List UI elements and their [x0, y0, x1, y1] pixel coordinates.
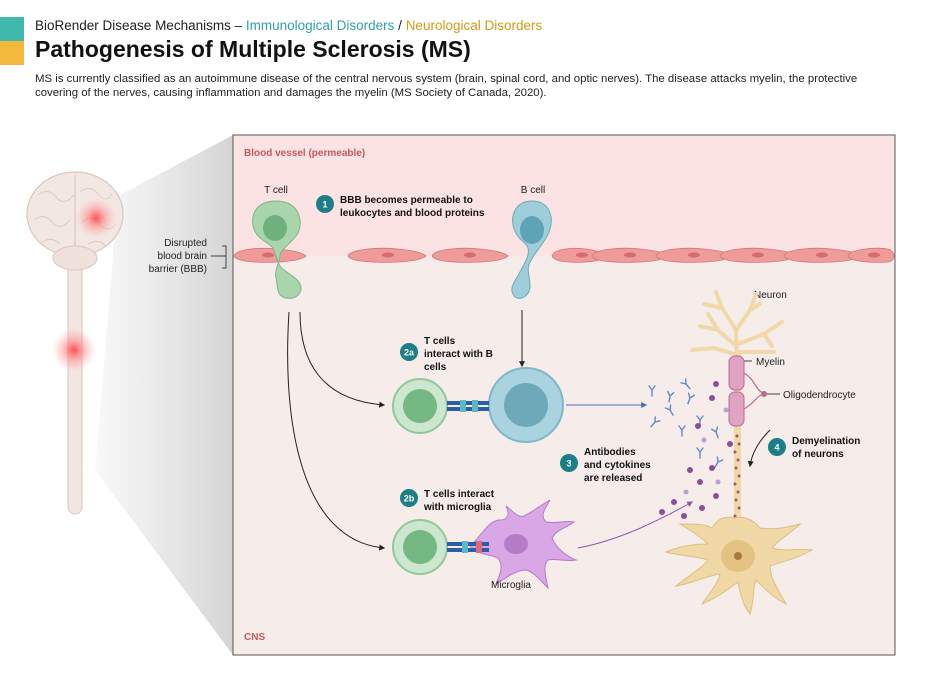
step-2b: 2b T cells interact with microglia	[400, 489, 495, 513]
bbb-label-line1: Disrupted	[164, 238, 207, 249]
b-cell-label: B cell	[521, 185, 545, 196]
degraded-myelin	[733, 434, 741, 518]
t-cell-transmigrating: T cell	[252, 185, 302, 299]
b-cell-2a-nucleus	[504, 383, 548, 427]
step-1-text-line2: leukocytes and blood proteins	[340, 208, 485, 219]
step-4: 4 Demyelination of neurons	[768, 436, 860, 460]
arrow-demyelination	[747, 429, 771, 468]
myelin-sheath-2	[728, 391, 745, 427]
cytokines-light	[683, 407, 729, 495]
receptor-link-2a-a	[460, 400, 466, 412]
step-1: 1 BBB becomes permeable to leukocytes an…	[316, 195, 485, 219]
step-4-badge	[768, 438, 786, 456]
step-3-text-line1: Antibodies	[584, 447, 636, 458]
page-title: Pathogenesis of Multiple Sclerosis (MS)	[35, 36, 471, 62]
t-cell-2b-nucleus	[403, 530, 437, 564]
receptor-tcr-2a	[447, 401, 489, 405]
t-cell-label: T cell	[264, 185, 288, 196]
neuron: Neuron	[664, 290, 856, 615]
oligodendrocyte-label: Oligodendrocyte	[783, 390, 856, 401]
receptor-link-2b-b	[476, 541, 482, 553]
breadcrumb-immunological-link[interactable]: Immunological Disorders	[245, 18, 395, 33]
step-4-number: 4	[774, 443, 779, 453]
step-3-badge	[560, 454, 578, 472]
step-3-text-line3: are released	[584, 473, 642, 484]
bbb-label: Disrupted blood brain barrier (BBB)	[149, 238, 227, 275]
bbb-label-line3: barrier (BBB)	[149, 264, 207, 275]
breadcrumb: BioRender Disease Mechanisms – Immunolog…	[35, 18, 542, 33]
step-4-text-line1: Demyelination	[792, 436, 860, 447]
brain-spinal-cord-illustration	[26, 171, 124, 515]
t-b-cell-interaction	[392, 367, 564, 443]
step-2a-text-line1: T cells	[424, 336, 456, 347]
step-3-text-line2: and cytokines	[584, 460, 651, 471]
cns-label: CNS	[244, 632, 265, 643]
spinal-lesion-glow	[52, 328, 96, 372]
breadcrumb-prefix: BioRender Disease Mechanisms –	[35, 18, 246, 33]
microglia-label: Microglia	[491, 580, 531, 591]
blood-vessel-region	[234, 136, 894, 256]
step-2b-badge	[400, 489, 418, 507]
bbb-label-line2: blood brain	[158, 251, 207, 262]
step-2a-text-line3: cells	[424, 362, 447, 373]
step-2b-text-line2: with microglia	[423, 502, 492, 513]
step-1-number: 1	[322, 200, 327, 210]
neuron-nucleolus	[734, 552, 742, 560]
oligodendrocyte-body	[761, 391, 767, 397]
accent-bar-teal	[0, 17, 24, 41]
arrow-t-to-microglia-interaction	[287, 311, 386, 551]
step-2a: 2a T cells interact with B cells	[400, 336, 493, 373]
accent-bar-yellow	[0, 41, 24, 65]
myelin-label: Myelin	[756, 357, 785, 368]
step-2b-number: 2b	[404, 494, 415, 504]
breadcrumb-neurological-link[interactable]: Neurological Disorders	[405, 18, 543, 33]
page-description: MS is currently classified as an autoimm…	[35, 73, 858, 99]
breadcrumb-separator: /	[394, 18, 406, 33]
step-1-text-line1: BBB becomes permeable to	[340, 195, 473, 206]
antibodies	[648, 378, 724, 468]
step-2a-text-line2: interact with B	[424, 349, 493, 360]
t-microglia-interaction: Microglia	[392, 499, 578, 591]
brain-lesion-glow	[76, 198, 116, 238]
blood-vessel-label: Blood vessel (permeable)	[244, 148, 365, 159]
t-cell-2a-nucleus	[403, 389, 437, 423]
step-3-number: 3	[566, 459, 571, 469]
step-2a-number: 2a	[404, 348, 415, 358]
cytokines	[659, 381, 733, 519]
step-2a-badge	[400, 343, 418, 361]
receptor-link-2b-a	[462, 541, 468, 553]
arrow-microglia-to-cytokines	[577, 501, 694, 549]
neuron-label: Neuron	[754, 290, 787, 301]
zoom-wedge	[95, 135, 233, 655]
myelin-sheath-1	[728, 355, 745, 391]
step-4-text-line2: of neurons	[792, 449, 844, 460]
b-cell-transmigrating: B cell	[511, 185, 552, 299]
step-2b-text-line1: T cells interact	[424, 489, 495, 500]
endothelial-cell-layer	[233, 247, 895, 263]
step-1-badge	[316, 195, 334, 213]
receptor-mhc-2a	[447, 407, 489, 411]
antibody-cytokine-cloud	[648, 378, 733, 519]
step-3: 3 Antibodies and cytokines are released	[560, 447, 651, 484]
arrow-t-to-b-interaction	[299, 311, 386, 408]
receptor-link-2a-b	[472, 400, 478, 412]
neuron-dendrites	[690, 290, 784, 362]
